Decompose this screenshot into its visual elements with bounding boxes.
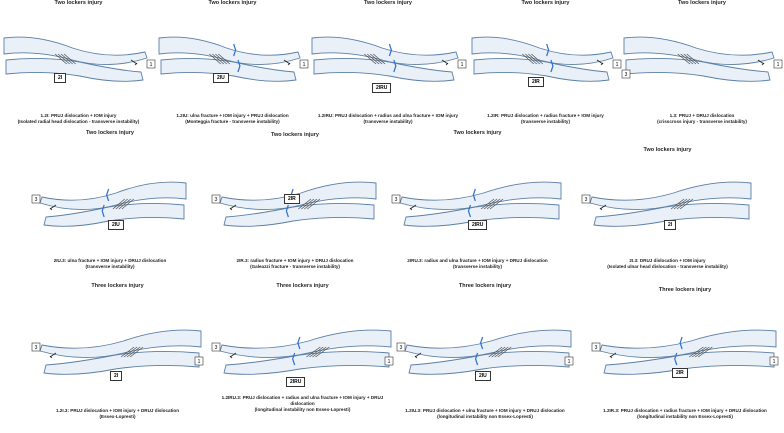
side-number-2: 1 xyxy=(388,359,391,365)
panel-caption: 2IU.3: ulna fracture + IOM injury + DRUJ… xyxy=(30,258,190,270)
injury-panel: Two lockers injury 3 2IU 2IU.3: ulna fractu… xyxy=(30,130,190,280)
side-number: 3 xyxy=(35,345,38,351)
forearm-diagram: 31 xyxy=(210,323,395,385)
panel-caption: 1.2IU.3: PRUJ dislocation + ulna fractur… xyxy=(395,408,575,420)
caption-line: (crisscross injury - transverse instabil… xyxy=(620,119,784,125)
caption-line: (Monteggia fracture - transverse instabi… xyxy=(155,119,310,125)
panel-caption: 1.2I.3: PRUJ dislocation + IOM injury + … xyxy=(30,408,205,420)
side-number: 3 xyxy=(595,345,598,351)
injury-code-label: 2IR xyxy=(672,368,688,378)
side-number: 3 xyxy=(35,197,38,203)
injury-panel: Two lockers injury 3 2I 2I.3: DRUJ dislocat… xyxy=(580,130,755,280)
forearm-diagram: 1 xyxy=(468,30,623,92)
injury-code-label: 2IRU xyxy=(372,83,391,93)
side-number: 3 xyxy=(215,197,218,203)
injury-panel: Three lockers injury 3 1 2I 1.2I.3: PRUJ dis… xyxy=(30,283,205,433)
panel-title: Three lockers injury xyxy=(395,283,575,289)
panel-title: Two lockers injury xyxy=(308,0,468,6)
side-number: 1 xyxy=(150,62,153,68)
injury-code-label: 2I xyxy=(664,220,676,230)
injury-code-label: 2IU xyxy=(108,220,124,230)
panel-caption: 1.2IRU: PRUJ dislocation + radius and ul… xyxy=(308,113,468,125)
injury-code-label: 2IR xyxy=(528,77,544,87)
panel-caption: 1.2IR: PRUJ dislocation + radius fractur… xyxy=(468,113,623,125)
injury-panel: Three lockers injury312IRU1.2IRU.3: PRUJ… xyxy=(210,283,395,433)
injury-code-label: 2IU xyxy=(213,73,229,83)
caption-line: (transverse instability) xyxy=(30,264,190,270)
forearm-diagram: 3 xyxy=(210,175,380,237)
panel-caption: 1.2IR.3: PRUJ dislocation + radius fract… xyxy=(590,408,780,420)
caption-line: (longitudinal instability non Essex-Lopr… xyxy=(395,414,575,420)
side-number-2: 1 xyxy=(568,359,571,365)
caption-line: (Galeazzi fracture - transverse instabil… xyxy=(210,264,380,270)
panel-title: Three lockers injury xyxy=(30,283,205,289)
injury-code-label: 2I xyxy=(54,73,66,83)
panel-title: Three lockers injury xyxy=(210,283,395,289)
panel-title: Two lockers injury xyxy=(210,132,380,138)
side-number: 3 xyxy=(395,197,398,203)
panel-caption: 1.2IRU.3: PRUJ dislocation + radius and … xyxy=(210,395,395,413)
forearm-diagram: 13 xyxy=(620,30,784,92)
panel-caption: 1.2I: PRUJ dislocation + IOM injury(Isol… xyxy=(0,113,157,125)
forearm-diagram: 1 xyxy=(0,30,157,92)
caption-line: (transverse instability) xyxy=(308,119,468,125)
injury-code-label: 2IRU xyxy=(286,377,305,387)
panel-title: Two lockers injury xyxy=(0,0,157,6)
injury-panel: Two lockers injury 3 2IR 2IR.3: radius frac… xyxy=(210,130,380,280)
side-number: 3 xyxy=(585,197,588,203)
side-number-2: 1 xyxy=(773,359,776,365)
injury-panel: Two lockers injury 1 2IU 1.2IU: ulna fractu… xyxy=(155,0,310,150)
injury-panel: Two lockers injury 1 2IRU 1.2IRU: PRUJ disl… xyxy=(308,0,468,150)
injury-code-label: 2IU xyxy=(475,371,491,381)
side-number: 3 xyxy=(215,345,218,351)
side-number-2: 1 xyxy=(198,359,201,365)
forearm-diagram: 1 xyxy=(155,30,310,92)
injury-panel: Two lockers injury 3 2IRU 2IRU.3: radius an… xyxy=(390,130,565,280)
panel-title: Two lockers injury xyxy=(155,0,310,6)
panel-caption: 1.2IU: ulna fracture + IOM injury + PRUJ… xyxy=(155,113,310,125)
side-number: 1 xyxy=(777,62,780,68)
panel-title: Two lockers injury xyxy=(620,0,784,6)
caption-line: (Essex-Lopresti) xyxy=(30,414,205,420)
side-number: 1 xyxy=(303,62,306,68)
panel-title: Two lockers injury xyxy=(468,0,623,6)
injury-panel: Two lockers injury 1 2IR 1.2IR: PRUJ disloc… xyxy=(468,0,623,150)
caption-line: (longitudinal instability non Essex-Lopr… xyxy=(210,407,395,413)
side-number-2: 3 xyxy=(625,72,628,78)
side-number: 3 xyxy=(400,345,403,351)
panel-title: Two lockers injury xyxy=(580,147,755,153)
panel-title: Two lockers injury xyxy=(390,130,565,136)
panel-caption: 2I.3: DRUJ dislocation + IOM injury(Isol… xyxy=(580,258,755,270)
injury-code-label: 2I xyxy=(110,371,122,381)
caption-line: (transverse instability) xyxy=(468,119,623,125)
panel-caption: 2IRU.3: radius and ulna fracture + IOM i… xyxy=(390,258,565,270)
side-number: 1 xyxy=(616,62,619,68)
panel-title: Two lockers injury xyxy=(30,130,190,136)
injury-panel: Three lockers injury 3 1 2IR 1.2IR.3: PRUJ d… xyxy=(590,283,780,433)
panel-caption: 2IR.3: radius fracture + IOM injury + DR… xyxy=(210,258,380,270)
injury-code-label: 2IR xyxy=(284,194,300,204)
panel-caption: 1.3: PRUJ + DRUJ dislocation(crisscross … xyxy=(620,113,784,125)
injury-code-label: 2IRU xyxy=(468,220,487,230)
panel-title: Three lockers injury xyxy=(590,287,780,293)
caption-line: (Isolated ulnar head dislocation - trans… xyxy=(580,264,755,270)
caption-line: (transverse instability) xyxy=(390,264,565,270)
caption-line: (Isolated radial head dislocation - tran… xyxy=(0,119,157,125)
injury-panel: Three lockers injury 3 1 2IU 1.2IU.3: PRUJ d… xyxy=(395,283,575,433)
side-number: 1 xyxy=(461,62,464,68)
caption-line: (longitudinal instability non Essex-Lopr… xyxy=(590,414,780,420)
injury-panel: Two lockers injury 1 2I 1.2I: PRUJ dislocat… xyxy=(0,0,157,150)
